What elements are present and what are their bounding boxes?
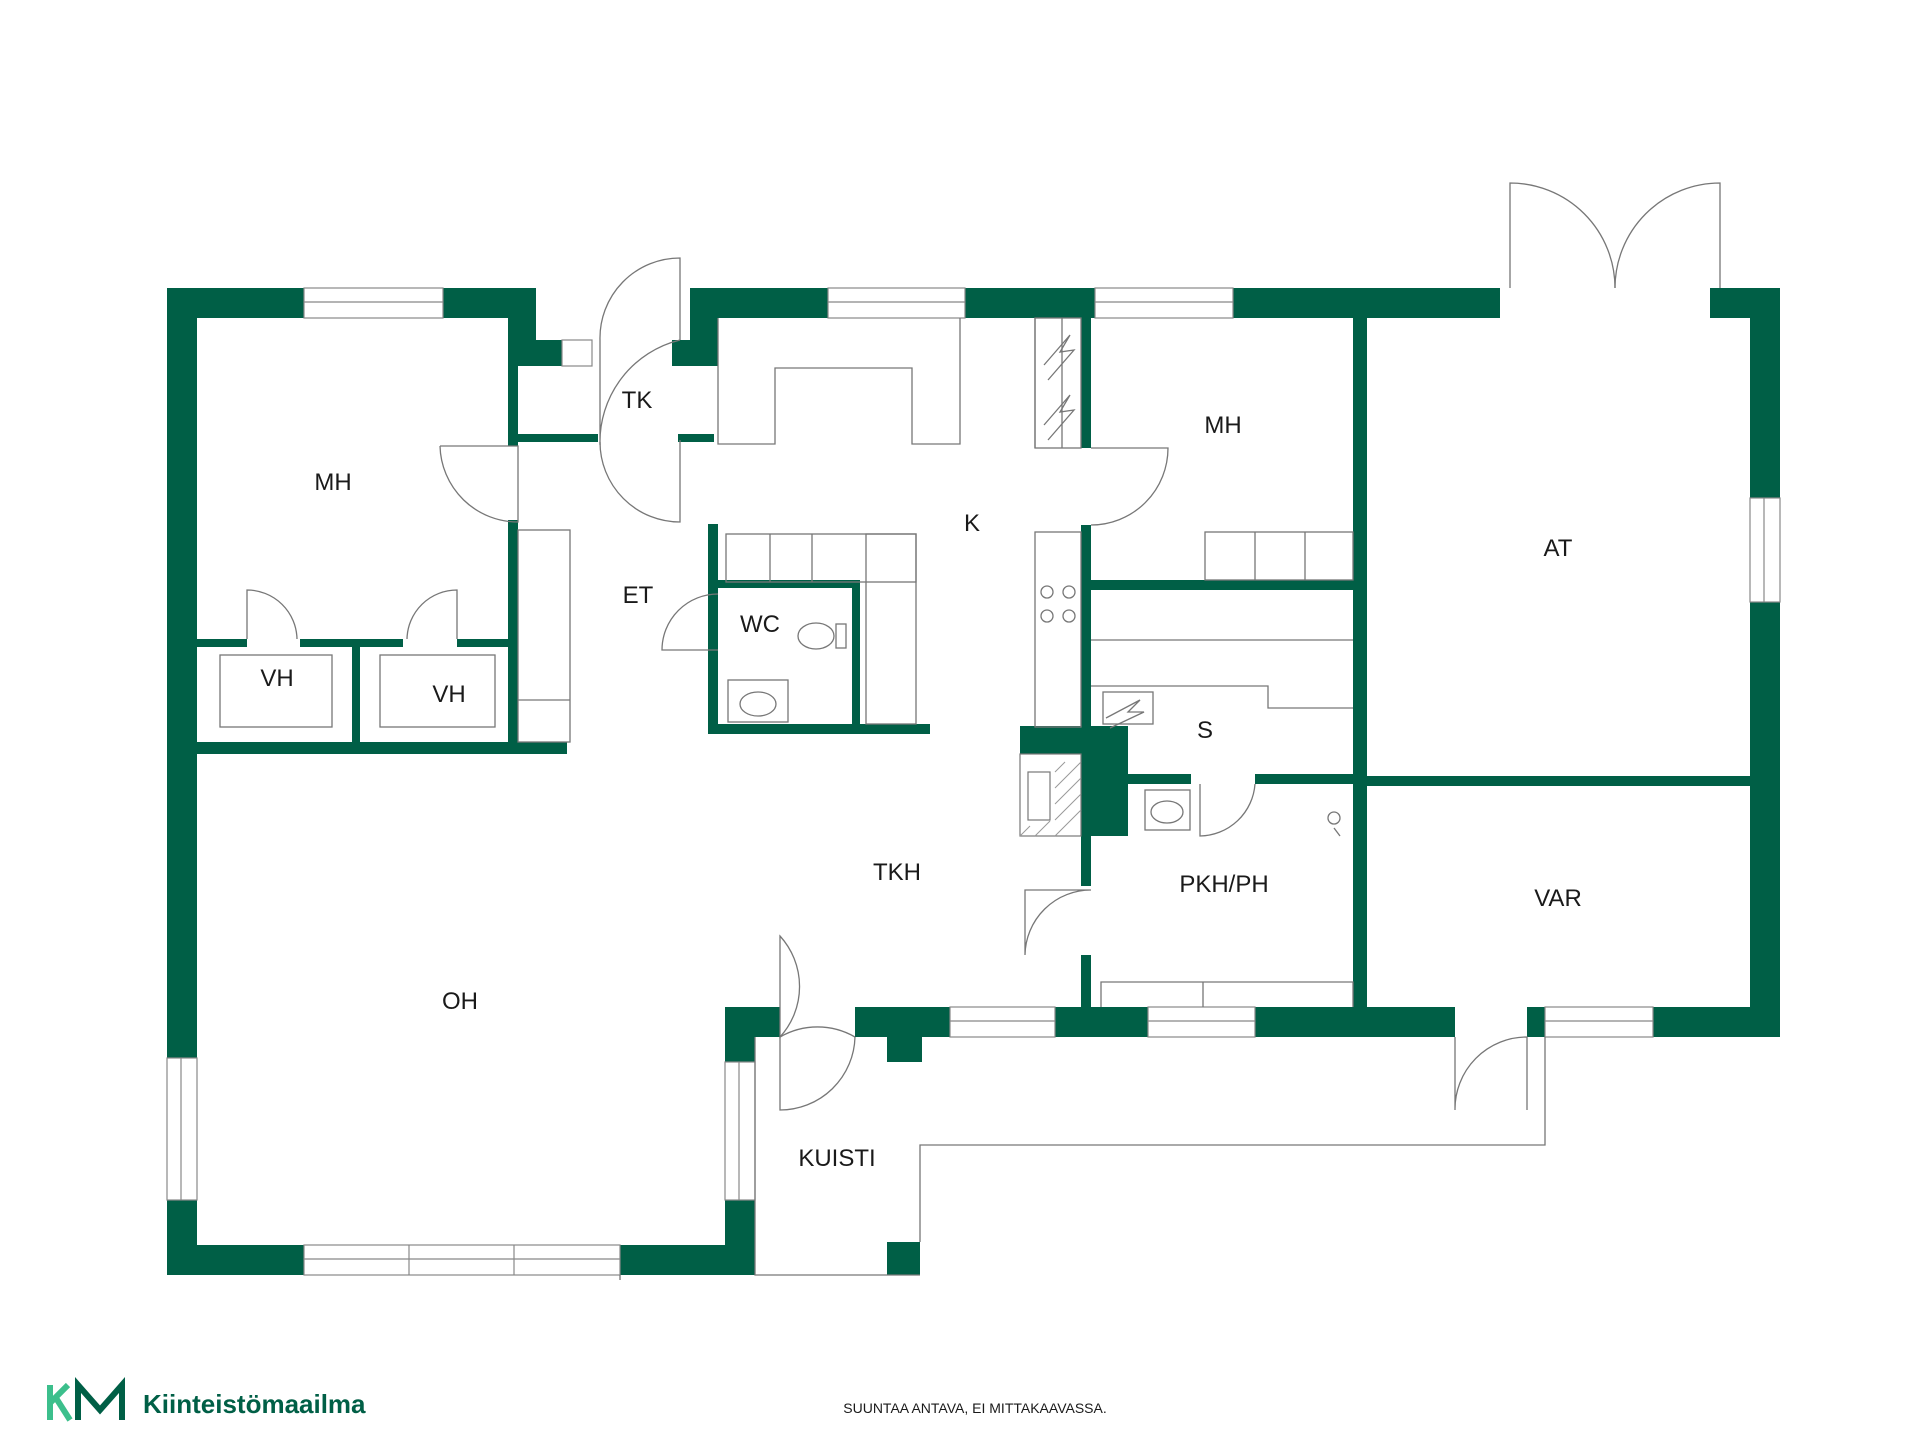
- fixtures: [219, 317, 1546, 1280]
- room-label-pkh-ph: PKH/PH: [1179, 871, 1268, 898]
- room-label-var: VAR: [1534, 885, 1582, 912]
- room-label-mh-left: MH: [314, 469, 351, 496]
- room-label-kuisti: KUISTI: [798, 1145, 875, 1172]
- wall-segment: [1353, 318, 1367, 1037]
- wall-segment: [887, 1007, 922, 1062]
- wall-segment: [1081, 580, 1361, 590]
- interior-walls: [197, 318, 1750, 1037]
- wall-segment: [197, 742, 567, 754]
- wall-segment: [708, 640, 718, 650]
- room-label-et: ET: [623, 582, 654, 609]
- room-label-vh-2: VH: [432, 681, 465, 708]
- wall-segment: [167, 1245, 304, 1275]
- wall-segment: [690, 288, 718, 366]
- room-label-k: K: [964, 510, 980, 537]
- wall-segment: [678, 434, 714, 442]
- wall-segment: [512, 340, 562, 366]
- wall-segment: [300, 639, 403, 647]
- wall-segment: [508, 520, 518, 750]
- wall-segment: [457, 639, 512, 647]
- wall-segment: [1081, 726, 1091, 886]
- wall-segment: [167, 288, 197, 1058]
- wall-segment: [1081, 318, 1091, 448]
- wall-segment: [508, 318, 518, 444]
- wall-segment: [1750, 288, 1780, 498]
- room-labels: MH TK ET WC K MH AT VH VH S TKH PKH/PH V…: [260, 387, 1581, 1172]
- room-label-tkh: TKH: [873, 859, 921, 886]
- wall-segment: [1233, 288, 1500, 318]
- wall-segment: [1527, 1007, 1545, 1037]
- room-label-mh-right: MH: [1204, 412, 1241, 439]
- km-logo-mark: [47, 1377, 125, 1422]
- room-label-wc: WC: [740, 611, 780, 638]
- wall-segment: [1750, 602, 1780, 1037]
- doors: [246, 182, 1721, 1111]
- wall-segment: [1367, 776, 1750, 786]
- wall-segment: [852, 580, 860, 732]
- room-label-s: S: [1197, 717, 1213, 744]
- wall-segment: [1255, 774, 1353, 784]
- wall-segment: [1055, 1007, 1148, 1037]
- room-label-tk: TK: [622, 387, 653, 414]
- wall-segment: [352, 639, 360, 749]
- wall-segment: [708, 724, 930, 734]
- scale-note: SUUNTAA ANTAVA, EI MITTAKAAVASSA.: [843, 1400, 1106, 1416]
- wall-segment: [708, 580, 860, 588]
- brand-logo: Kiinteistömaailma: [47, 1377, 366, 1422]
- wall-segment: [887, 1242, 920, 1275]
- windows: [166, 287, 1781, 1276]
- wall-segment: [725, 1007, 780, 1037]
- chimney: [1019, 753, 1082, 837]
- wall-segment: [1081, 525, 1091, 735]
- room-label-oh: OH: [442, 988, 478, 1015]
- wall-segment: [518, 434, 598, 442]
- brand-name: Kiinteistömaailma: [143, 1389, 366, 1419]
- exterior-walls: [167, 288, 1780, 1275]
- wall-segment: [725, 1200, 755, 1275]
- wall-segment: [197, 639, 247, 647]
- room-label-at: AT: [1544, 535, 1573, 562]
- wall-segment: [1081, 955, 1091, 1037]
- wall-segment: [965, 288, 1095, 318]
- wall-segment: [1128, 774, 1191, 784]
- room-label-vh-1: VH: [260, 665, 293, 692]
- wall-segment: [708, 524, 718, 732]
